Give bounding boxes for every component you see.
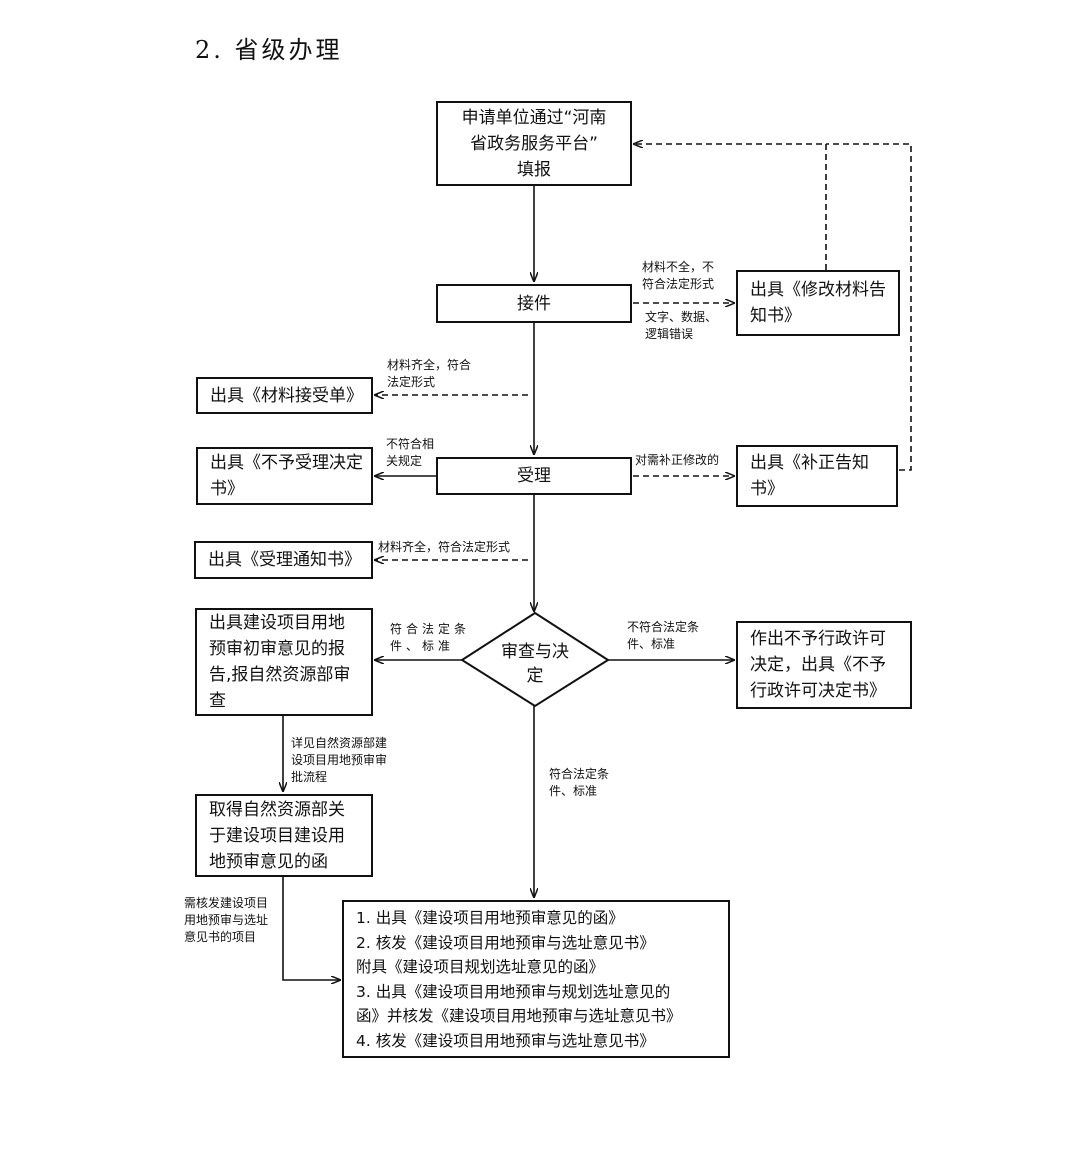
- note-incomplete: 材料不全，不 符合法定形式: [642, 260, 715, 291]
- note-meets-conditions-down: 符合法定条 件、标准: [549, 767, 610, 798]
- accept-notice-box: 出具《受理通知书》: [194, 541, 373, 579]
- receive-box: 接件: [436, 284, 632, 323]
- arrow-modify-back-to-apply: [634, 144, 827, 270]
- initial-report-text: 出具建设项目用地 预审初审意见的报 告,报自然资源部审 查: [209, 613, 351, 711]
- review-label: 审查与决 定: [501, 642, 569, 686]
- reject-decision-text: 出具《不予受理决定 书》: [210, 453, 363, 499]
- note-need-correction: 对需补正修改的: [635, 453, 720, 467]
- receive-text: 接件: [517, 293, 551, 314]
- accept-text: 受理: [517, 466, 551, 486]
- apply-text: 申请单位通过“河南 省政务服务平台” 填报: [461, 107, 607, 180]
- arrow-supplement-back-to-apply: [826, 143, 912, 471]
- supplement-notice-box: 出具《补正告知 书》: [736, 445, 898, 507]
- ministry-letter-box: 取得自然资源部关 于建设项目建设用 地预审意见的函: [195, 794, 373, 877]
- material-receipt-box: 出具《材料接受单》: [196, 377, 373, 414]
- note-text-errors: 文字、数据、 逻辑错误: [645, 310, 718, 341]
- page-title: 2. 省级办理: [195, 36, 343, 64]
- modify-notice-text: 出具《修改材料告 知书》: [750, 280, 886, 326]
- note-complete-form: 材料齐全，符合 法定形式: [387, 358, 472, 389]
- modify-notice-box: 出具《修改材料告 知书》: [736, 270, 900, 336]
- reject-decision-box: 出具《不予受理决定 书》: [196, 447, 373, 505]
- material-receipt-text: 出具《材料接受单》: [210, 385, 363, 406]
- final-text: 1. 出具《建设项目用地预审意见的函》 2. 核发《建设项目用地预审与选址意见书…: [356, 909, 682, 1050]
- no-permit-box: 作出不予行政许可 决定，出具《不予 行政许可决定书》: [736, 621, 912, 709]
- note-not-compliant: 不符合相 关规定: [386, 437, 435, 468]
- accept-notice-text: 出具《受理通知书》: [208, 550, 361, 570]
- accept-box: 受理: [436, 457, 632, 495]
- supplement-notice-text: 出具《补正告知 书》: [750, 453, 869, 499]
- ministry-letter-text: 取得自然资源部关 于建设项目建设用 地预审意见的函: [209, 799, 345, 872]
- note-needs-siting: 需核发建设项目 用地预审与选址 意见书的项目: [184, 896, 269, 944]
- note-meets-conditions-left: 符合法定条 件、标准: [390, 622, 471, 653]
- initial-report-box: 出具建设项目用地 预审初审意见的报 告,报自然资源部审 查: [195, 608, 373, 716]
- review-diamond: [460, 611, 610, 708]
- apply-box: 申请单位通过“河南 省政务服务平台” 填报: [436, 101, 632, 186]
- note-complete-form-2: 材料齐全，符合法定形式: [378, 540, 511, 554]
- final-box: 1. 出具《建设项目用地预审意见的函》 2. 核发《建设项目用地预审与选址意见书…: [342, 900, 730, 1058]
- note-see-ministry-process: 详见自然资源部建 设项目用地预审审 批流程: [291, 736, 388, 784]
- no-permit-text: 作出不予行政许可 决定，出具《不予 行政许可决定书》: [750, 629, 886, 701]
- arrow-letter-to-final: [282, 876, 340, 980]
- note-not-meets-conditions: 不符合法定条 件、标准: [627, 620, 700, 651]
